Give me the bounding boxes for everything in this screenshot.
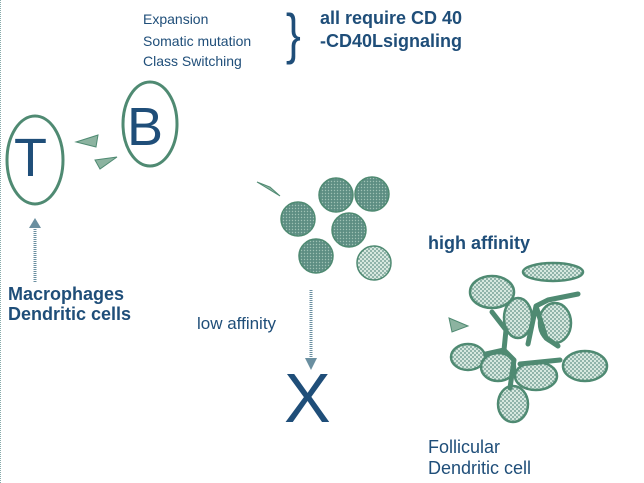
gc-cell <box>298 238 334 274</box>
eliminated-x-mark: X <box>284 359 331 437</box>
fdc-cell <box>561 349 609 383</box>
germinal-center-cluster <box>280 176 392 281</box>
follicular-dendritic-cell <box>449 261 609 424</box>
t-cell-outline <box>5 114 65 206</box>
b-cell-letter: B <box>127 97 164 157</box>
curly-brace: } <box>285 2 301 65</box>
fdc-cell <box>496 384 530 424</box>
list-item-expansion: Expansion <box>143 11 209 27</box>
fdc-dendrites <box>483 291 581 391</box>
summary-line-1: all require CD 40 <box>320 8 463 28</box>
t-cell-letter: T <box>14 128 47 188</box>
gc-cell-light <box>356 245 392 281</box>
arrowhead-fdc <box>448 317 470 333</box>
label-macrophages: Macrophages <box>8 284 125 304</box>
summary-line-2: -CD40Lsignaling <box>320 31 463 51</box>
gc-cell <box>280 201 316 237</box>
gc-cell <box>354 176 390 212</box>
list-item-class-switching: Class Switching <box>143 53 242 69</box>
label-low-affinity: low affinity <box>197 314 277 333</box>
arrowhead-to-t <box>74 134 99 148</box>
label-dendritic-cells: Dendritic cells <box>8 304 132 324</box>
label-dendritic-cell: Dendritic cell <box>428 458 532 478</box>
arrowhead-cluster <box>256 181 281 197</box>
arrowhead-to-b <box>94 156 118 170</box>
left-margin-line <box>0 0 1 483</box>
b-cell-outline <box>121 80 179 168</box>
fdc-cell <box>521 261 585 283</box>
list-item-somatic-mutation: Somatic mutation <box>143 33 252 49</box>
label-follicular: Follicular <box>428 437 501 457</box>
label-high-affinity: high affinity <box>428 233 530 253</box>
gc-cell <box>318 177 354 213</box>
arrow-up-head <box>29 218 41 228</box>
fdc-cell <box>468 274 516 310</box>
gc-cell <box>331 212 367 248</box>
arrow-down-head <box>305 358 317 370</box>
